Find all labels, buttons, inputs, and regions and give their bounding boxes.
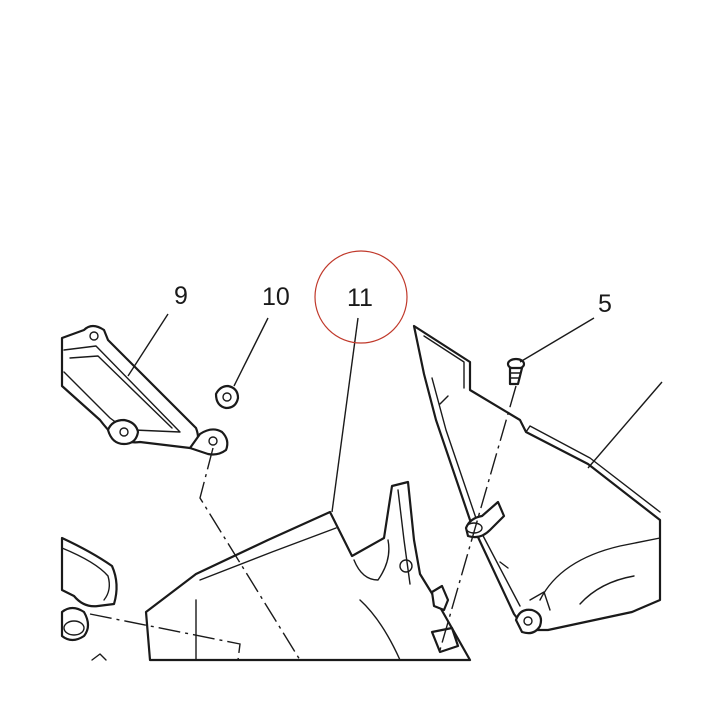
callout-11: 11 [347,284,373,312]
part-11-fairing-panel [144,480,472,662]
part-10-nut [214,384,240,410]
side-panel [412,324,662,635]
part-9-bracket [60,324,200,450]
mounting-tab [188,428,229,456]
leader-line-right-panel [587,381,663,469]
assembly-line-5 [439,385,517,651]
callout-9: 9 [174,282,188,310]
leader-line-10 [233,317,269,387]
lower-left-part [60,536,118,661]
assembly-line-lower-left [89,613,241,661]
part-5-screw [506,357,526,386]
callout-10: 10 [262,283,290,311]
assembly-line-10 [199,447,301,661]
leader-line-9 [127,313,169,377]
callout-5: 5 [598,290,612,318]
leader-line-11 [331,317,359,513]
leader-line-5 [519,317,595,363]
callout-11-highlight-circle [314,250,408,344]
